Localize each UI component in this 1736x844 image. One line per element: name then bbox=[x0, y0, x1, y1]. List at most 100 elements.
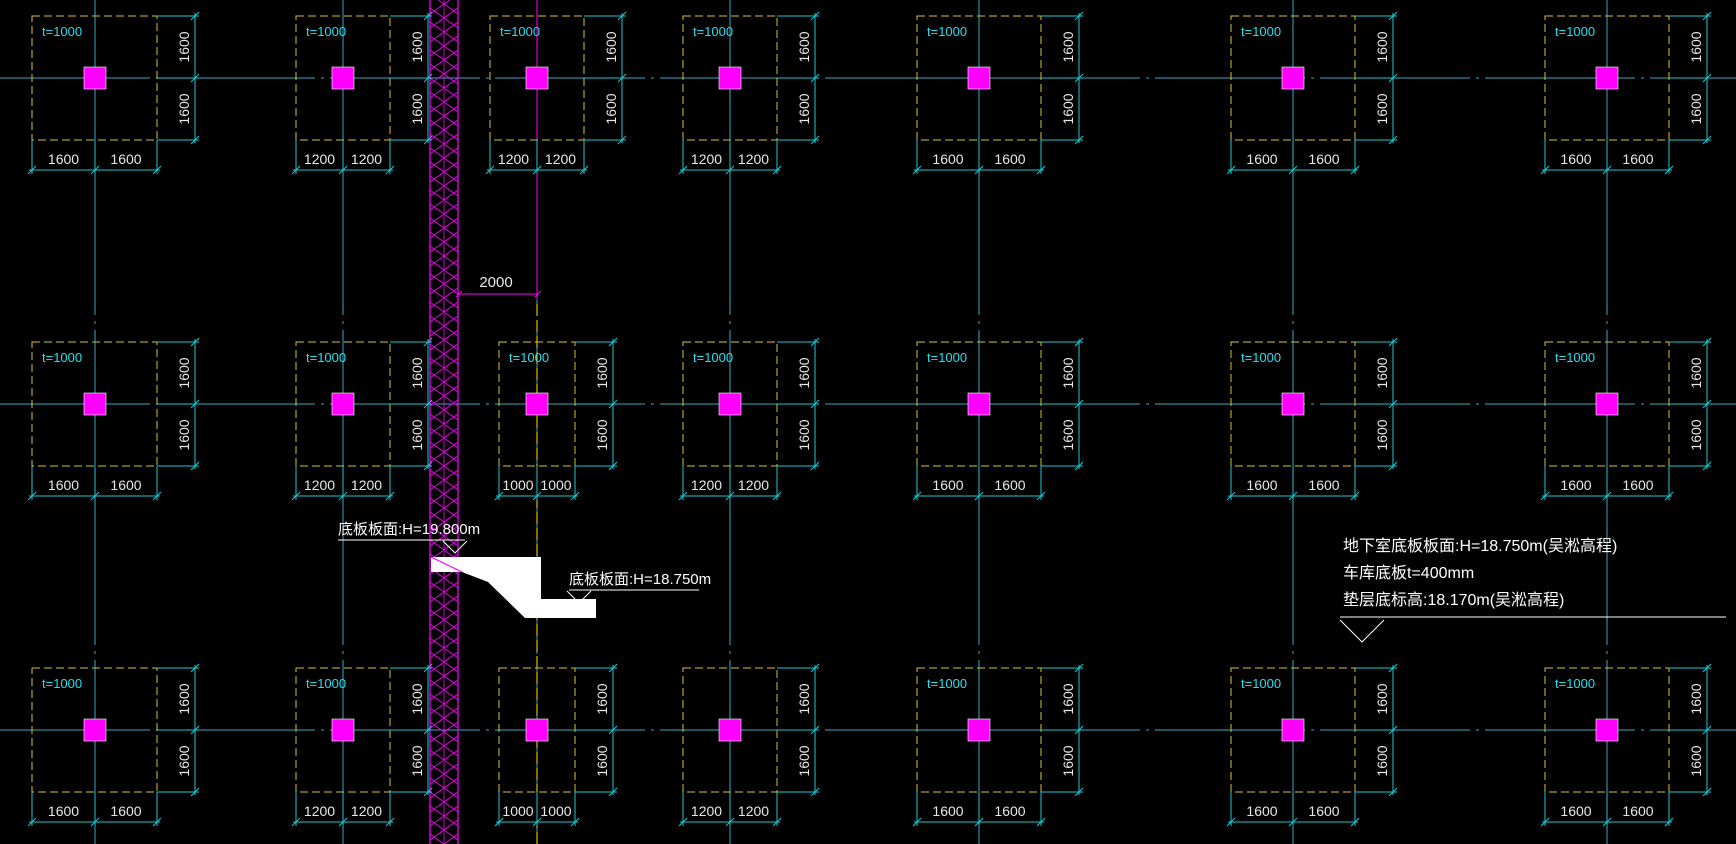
footing-thickness-label: t=1000 bbox=[1555, 24, 1595, 39]
footing-thickness-label: t=1000 bbox=[509, 350, 549, 365]
footing-height-top: 1600 bbox=[176, 683, 192, 714]
footing-width-left: 1200 bbox=[691, 151, 722, 167]
elevation-label-lower: 底板板面:H=18.750m bbox=[569, 570, 711, 588]
footing-thickness-label: t=1000 bbox=[927, 24, 967, 39]
footing-thickness-label: t=1000 bbox=[306, 24, 346, 39]
footing-width-right: 1200 bbox=[738, 803, 769, 819]
footing-height-bottom: 1600 bbox=[1060, 93, 1076, 124]
footing-height-top: 1600 bbox=[176, 357, 192, 388]
column-square bbox=[1595, 392, 1619, 416]
footing-width-left: 1200 bbox=[304, 151, 335, 167]
footing-thickness-label: t=1000 bbox=[1555, 676, 1595, 691]
footing-width-right: 1600 bbox=[994, 151, 1025, 167]
footing-height-bottom: 1600 bbox=[796, 93, 812, 124]
column-square bbox=[525, 392, 549, 416]
column-square bbox=[1281, 718, 1305, 742]
footing-height-top: 1600 bbox=[1060, 683, 1076, 714]
footing-thickness-label: t=1000 bbox=[306, 350, 346, 365]
footing-thickness-label: t=1000 bbox=[927, 350, 967, 365]
column-square bbox=[1281, 66, 1305, 90]
footing-height-bottom: 1600 bbox=[796, 745, 812, 776]
slab-step-section bbox=[430, 556, 596, 618]
footing-height-bottom: 1600 bbox=[176, 419, 192, 450]
elevation-triangle-lower bbox=[566, 590, 592, 604]
footing-height-bottom: 1600 bbox=[409, 93, 425, 124]
footing-height-top: 1600 bbox=[1688, 357, 1704, 388]
elevation-label-upper: 底板板面:H=19.800m bbox=[338, 520, 480, 538]
footing-height-bottom: 1600 bbox=[796, 419, 812, 450]
column-square bbox=[718, 392, 742, 416]
column-square bbox=[718, 718, 742, 742]
note-slab-thickness: 车库底板t=400mm bbox=[1343, 564, 1474, 582]
footing-height-bottom: 1600 bbox=[594, 745, 610, 776]
footing-height-top: 1600 bbox=[1060, 357, 1076, 388]
footing-width-left: 1600 bbox=[1560, 477, 1591, 493]
footing-width-right: 1200 bbox=[738, 477, 769, 493]
footing-width-left: 1200 bbox=[498, 151, 529, 167]
footing-height-bottom: 1600 bbox=[1060, 745, 1076, 776]
footing-width-left: 1600 bbox=[932, 477, 963, 493]
column-square bbox=[1595, 66, 1619, 90]
footing-height-top: 1600 bbox=[1688, 31, 1704, 62]
column-square bbox=[525, 66, 549, 90]
footing-height-bottom: 1600 bbox=[1688, 93, 1704, 124]
footing-width-left: 1600 bbox=[48, 151, 79, 167]
pile-retaining-wall bbox=[429, 0, 459, 844]
footing-thickness-label: t=1000 bbox=[927, 676, 967, 691]
footing-height-top: 1600 bbox=[796, 683, 812, 714]
footing-height-bottom: 1600 bbox=[1374, 745, 1390, 776]
footing-width-left: 1600 bbox=[932, 151, 963, 167]
footing-width-right: 1600 bbox=[110, 803, 141, 819]
footing-height-bottom: 1600 bbox=[603, 93, 619, 124]
footing-width-left: 1600 bbox=[1560, 803, 1591, 819]
footing-width-left: 1600 bbox=[932, 803, 963, 819]
footing-width-right: 1000 bbox=[540, 477, 571, 493]
footing-height-bottom: 1600 bbox=[594, 419, 610, 450]
footing-thickness-label: t=1000 bbox=[693, 350, 733, 365]
column-square bbox=[331, 66, 355, 90]
footing-width-left: 1600 bbox=[48, 477, 79, 493]
footing-thickness-label: t=1000 bbox=[1241, 350, 1281, 365]
column-square bbox=[331, 718, 355, 742]
column-square bbox=[967, 718, 991, 742]
footing-width-right: 1600 bbox=[1622, 477, 1653, 493]
footing-height-top: 1600 bbox=[176, 31, 192, 62]
footing-width-right: 1200 bbox=[738, 151, 769, 167]
footing-width-right: 1200 bbox=[351, 477, 382, 493]
footing[interactable]: 1200 1200 1600 1600 bbox=[678, 663, 820, 827]
footing-height-top: 1600 bbox=[1374, 357, 1390, 388]
footing-width-right: 1600 bbox=[994, 477, 1025, 493]
footing-height-top: 1600 bbox=[409, 683, 425, 714]
footing-width-left: 1200 bbox=[304, 803, 335, 819]
footing-height-top: 1600 bbox=[594, 357, 610, 388]
footing-height-bottom: 1600 bbox=[1374, 419, 1390, 450]
footing-width-left: 1200 bbox=[691, 803, 722, 819]
footing-height-top: 1600 bbox=[1374, 31, 1390, 62]
footing-width-left: 1000 bbox=[502, 803, 533, 819]
footing-width-right: 1600 bbox=[1308, 803, 1339, 819]
column-square bbox=[1281, 392, 1305, 416]
note-slab-elevation: 地下室底板板面:H=18.750m(吴淞高程) bbox=[1343, 537, 1617, 555]
